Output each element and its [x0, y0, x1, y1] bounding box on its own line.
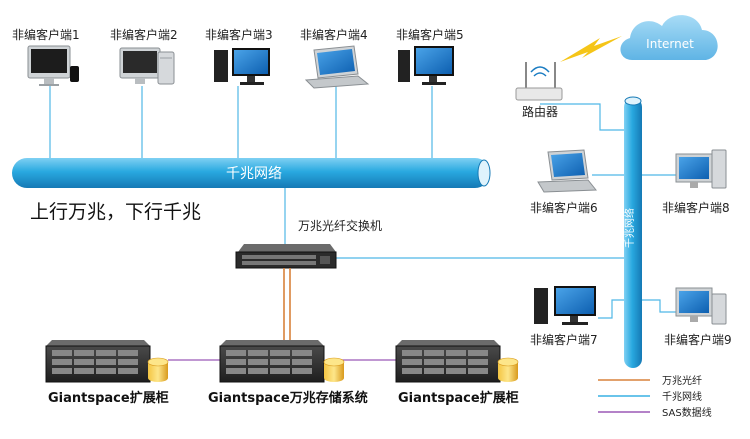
client-2: 非编客户端2	[110, 27, 178, 85]
windows-pc-icon	[398, 46, 454, 85]
legend-label-fiber: 万兆光纤	[662, 374, 702, 387]
bandwidth-slogan: 上行万兆，下行千兆	[30, 201, 201, 223]
laptop-icon	[304, 45, 370, 89]
vertical-pipe-label: 千兆网络	[623, 208, 636, 248]
expansion-cabinet-left-label: Giantspace扩展柜	[48, 390, 169, 406]
legend-item-sas: SAS数据线	[598, 406, 712, 419]
pc-icon	[675, 287, 727, 325]
legend-item-cable: 千兆网线	[598, 390, 702, 403]
database-coins-icon	[323, 357, 345, 382]
switch-label: 万兆光纤交换机	[298, 218, 382, 233]
internet-cloud: Internet	[620, 15, 718, 61]
client-6: 非编客户端6	[530, 149, 598, 215]
imac-icon	[119, 47, 175, 85]
internet-label: Internet	[646, 37, 694, 51]
router-icon	[515, 62, 563, 101]
lightning-icon	[560, 36, 622, 62]
switch-icon	[235, 244, 337, 269]
client-9-label: 非编客户端9	[664, 332, 732, 347]
expansion-cabinet-left: Giantspace扩展柜	[45, 340, 169, 406]
client-5-label: 非编客户端5	[396, 27, 464, 42]
expansion-cabinet-right-label: Giantspace扩展柜	[398, 390, 519, 406]
client-8-label: 非编客户端8	[662, 200, 730, 215]
server-chassis-icon	[395, 340, 501, 383]
client-7: 非编客户端7	[530, 286, 598, 347]
client-3: 非编客户端3	[205, 27, 273, 85]
client-5: 非编客户端5	[396, 27, 464, 85]
client-6-label: 非编客户端6	[530, 200, 598, 215]
database-coins-icon	[147, 357, 169, 382]
fiber-switch	[235, 244, 337, 269]
client-1: 非编客户端1	[12, 27, 80, 86]
pc-icon	[675, 149, 727, 189]
client-9: 非编客户端9	[664, 287, 732, 347]
client-2-label: 非编客户端2	[110, 27, 178, 42]
imac-icon	[27, 45, 79, 86]
client-3-label: 非编客户端3	[205, 27, 273, 42]
client-7-label: 非编客户端7	[530, 332, 598, 347]
legend-item-fiber: 万兆光纤	[598, 374, 702, 387]
laptop-icon	[537, 149, 598, 193]
windows-pc-icon	[534, 286, 596, 325]
database-coins-icon	[497, 357, 519, 382]
server-chassis-icon	[45, 340, 151, 383]
storage-system-center: Giantspace万兆存储系统	[208, 340, 368, 406]
gigabit-bus-label: 千兆网络	[226, 166, 282, 182]
client-1-label: 非编客户端1	[12, 27, 80, 42]
client-4-label: 非编客户端4	[300, 27, 368, 42]
router: 路由器	[515, 62, 563, 119]
gigabit-vertical-pipe: 千兆网络	[623, 96, 642, 368]
router-label: 路由器	[522, 104, 558, 119]
windows-pc-icon	[214, 48, 270, 85]
client-8: 非编客户端8	[662, 149, 730, 215]
fiber-links	[283, 268, 291, 340]
legend-label-sas: SAS数据线	[662, 406, 712, 419]
legend-label-cable: 千兆网线	[662, 390, 702, 403]
client-4: 非编客户端4	[300, 27, 370, 89]
storage-system-label: Giantspace万兆存储系统	[208, 390, 368, 406]
gigabit-bus-pipe: 千兆网络	[12, 158, 491, 188]
legend: 万兆光纤 千兆网线 SAS数据线	[598, 374, 712, 419]
client-cables	[49, 86, 676, 319]
server-chassis-icon	[219, 340, 325, 383]
expansion-cabinet-right: Giantspace扩展柜	[395, 340, 519, 406]
